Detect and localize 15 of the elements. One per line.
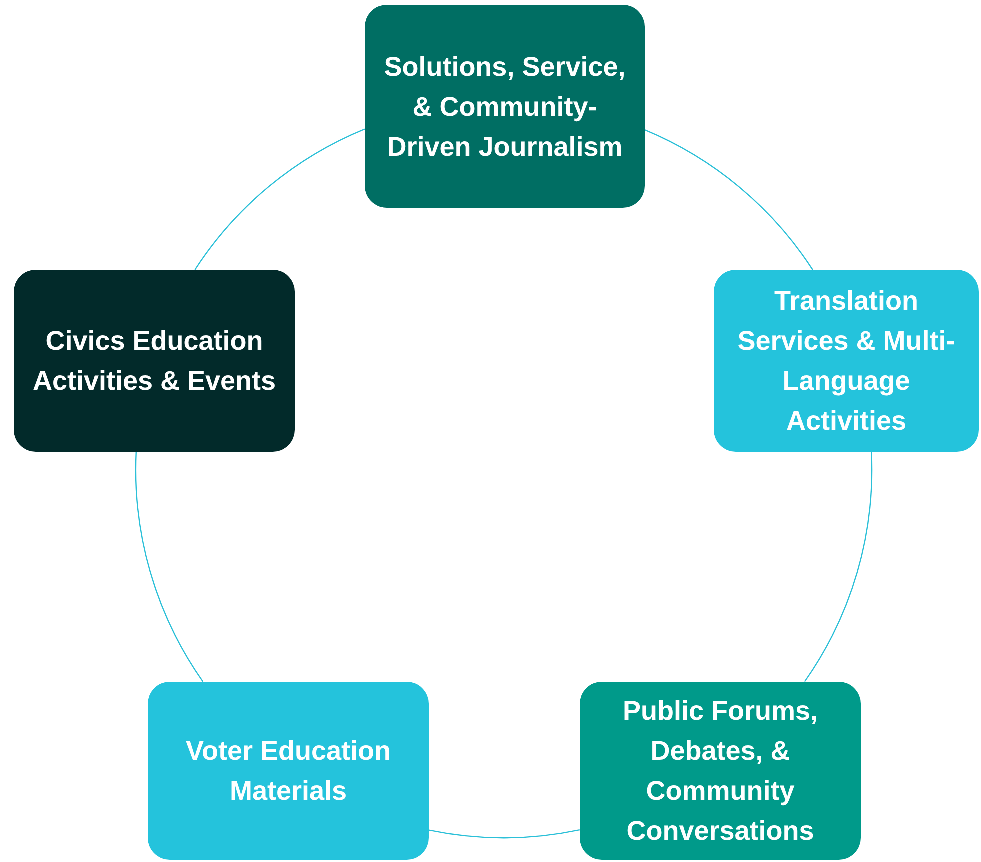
connector-arc	[644, 130, 814, 270]
process-box	[148, 682, 429, 860]
connector-arc	[194, 128, 366, 270]
process-box	[714, 270, 979, 452]
process-box	[365, 5, 645, 208]
box-label: Translation Services & Multi-Language Activities	[736, 285, 956, 438]
box-label: Public Forums, Debates, & Community Conversations	[622, 695, 820, 848]
connector-arc	[136, 452, 204, 682]
process-box	[14, 270, 295, 452]
box-label: Solutions, Service, & Community-Driven Journalism	[383, 50, 627, 164]
box-label: Voter Education Materials	[184, 735, 392, 808]
connector-arc	[804, 452, 872, 682]
connector-arc	[429, 830, 580, 839]
process-box	[580, 682, 861, 860]
box-label: Civics Education Activities & Events	[32, 325, 278, 398]
